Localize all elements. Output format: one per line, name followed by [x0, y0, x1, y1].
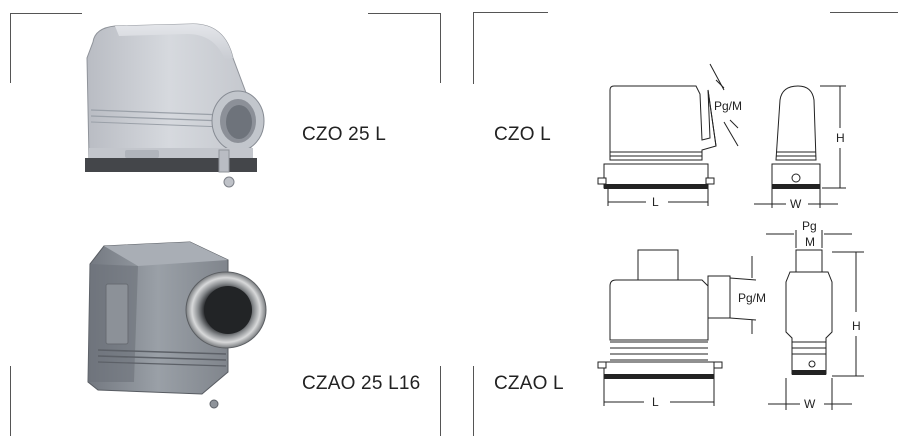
frame-corner-top-mid-v — [473, 12, 474, 84]
frame-corner-bottom-mid-v — [473, 366, 474, 436]
frame-corner-top-right-v — [440, 13, 441, 83]
diagram-bottom-m: M — [805, 235, 815, 249]
product-series-czao-l: CZAO L — [494, 373, 564, 394]
product-model-czo-25-l: CZO 25 L — [302, 124, 386, 145]
frame-corner-bottom-right-v — [440, 366, 441, 436]
product-photo-czao-25-l16 — [87, 241, 267, 409]
dimension-drawing-czo-l: Pg/M L H W — [597, 63, 846, 211]
diagram-bottom-pg: Pg — [802, 219, 817, 233]
diagram-top-height: H — [836, 131, 845, 145]
diagram-top-length: L — [652, 195, 659, 209]
diagram-bottom-height: H — [852, 319, 861, 333]
diagram-top-cable-entry: Pg/M — [714, 99, 742, 113]
frame-corner-top-mid-h — [473, 12, 548, 13]
frame-corner-top-right-h — [368, 13, 440, 14]
diagram-bottom-cable-entry: Pg/M — [738, 291, 766, 305]
diagram-bottom-length: L — [652, 395, 659, 409]
frame-corner-top-left-h — [10, 13, 82, 14]
frame-corner-top-left-v — [10, 13, 11, 83]
frame-corner-top-far-right-h — [830, 12, 898, 13]
diagram-top-width: W — [790, 197, 802, 211]
product-photo-czo-25-l — [85, 23, 265, 188]
diagram-bottom-width: W — [804, 397, 816, 411]
product-series-czo-l: CZO L — [494, 124, 551, 145]
frame-corner-bottom-left-v — [10, 366, 11, 436]
dimension-drawing-czao-l: Pg/M Pg M L H W — [597, 219, 864, 411]
product-model-czao-25-l16: CZAO 25 L16 — [302, 373, 421, 394]
